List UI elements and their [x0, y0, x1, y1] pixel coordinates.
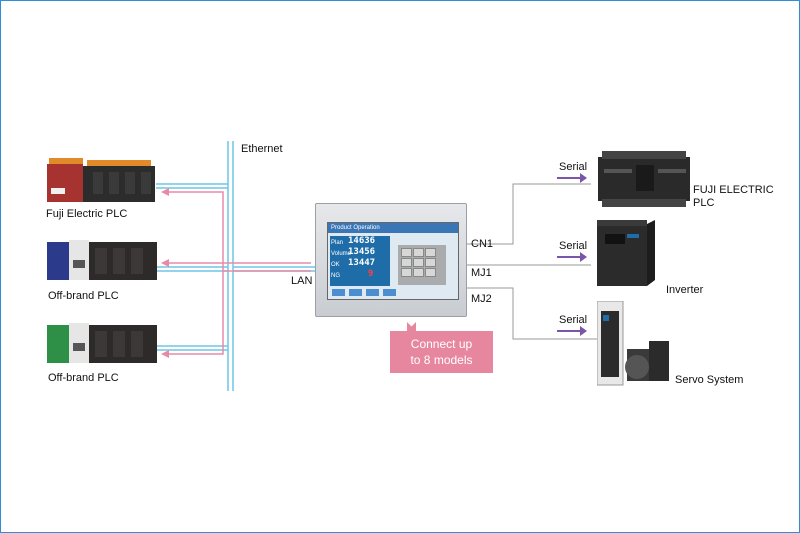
- hmi-row-value-ok: 13447: [348, 258, 376, 268]
- hmi-row-name-volume: Volume: [331, 251, 352, 257]
- serial-label-2: Serial: [559, 240, 588, 252]
- serial-arrow-1: [557, 173, 587, 183]
- plc-label-1: Fuji Electric PLC: [46, 208, 128, 220]
- pink-arrow-1: [161, 188, 169, 196]
- connect-callout: Connect up to 8 models: [390, 322, 493, 373]
- right-label-inverter: Inverter: [666, 284, 704, 296]
- hmi-keypad: [398, 245, 446, 285]
- port-label-cn1: CN1: [471, 238, 494, 250]
- right-label-fuji-line1: FUJI ELECTRIC: [693, 184, 774, 196]
- hmi-readout-panel: [330, 236, 390, 286]
- port-label-mj2: MJ2: [471, 293, 492, 305]
- hmi-row-value-plan: 14636: [348, 236, 376, 246]
- hmi-row-name-ng: NG: [331, 273, 340, 279]
- serial-arrow-3: [557, 326, 587, 336]
- hmi-screen: Product Operation Plan 14636 Volume 1345…: [327, 222, 459, 300]
- servo-system-image: [596, 300, 669, 387]
- inverter-image: [597, 220, 655, 286]
- right-label-servo: Servo System: [675, 374, 744, 386]
- fuji-plc-image: [47, 158, 155, 202]
- plc-label-2: Off-brand PLC: [48, 290, 119, 302]
- lan-label: LAN: [291, 275, 313, 287]
- plc-label-3: Off-brand PLC: [48, 372, 119, 384]
- serial-arrow-2: [557, 252, 587, 262]
- hmi-title: Product Operation: [328, 223, 458, 233]
- serial-label-3: Serial: [559, 314, 588, 326]
- offbrand-plc-image-2: [47, 321, 157, 363]
- hmi-row-name-plan: Plan: [331, 240, 344, 246]
- port-label-mj1: MJ1: [471, 267, 492, 279]
- pink-arrow-3: [161, 350, 169, 358]
- hmi-touch-panel: Product Operation Plan 14636 Volume 1345…: [315, 203, 467, 317]
- callout-line-2: to 8 models: [410, 353, 473, 367]
- hmi-row-value-ng: 9: [368, 269, 374, 279]
- pink-path-3: [167, 271, 224, 355]
- ethernet-label: Ethernet: [241, 143, 283, 155]
- serial-label-1: Serial: [559, 161, 588, 173]
- offbrand-plc-image-1: [47, 238, 157, 280]
- hmi-row-name-ok: OK: [331, 262, 340, 268]
- fuji-plc-right-image: [598, 151, 690, 207]
- pink-path-1: [167, 191, 224, 271]
- serial-line-mj2: [465, 287, 599, 340]
- right-label-fuji-line2: PLC: [693, 197, 715, 209]
- pink-arrow-2: [161, 259, 169, 267]
- hmi-row-value-volume: 13456: [348, 247, 376, 257]
- serial-line-cn1: [465, 183, 591, 245]
- callout-line-1: Connect up: [410, 337, 473, 351]
